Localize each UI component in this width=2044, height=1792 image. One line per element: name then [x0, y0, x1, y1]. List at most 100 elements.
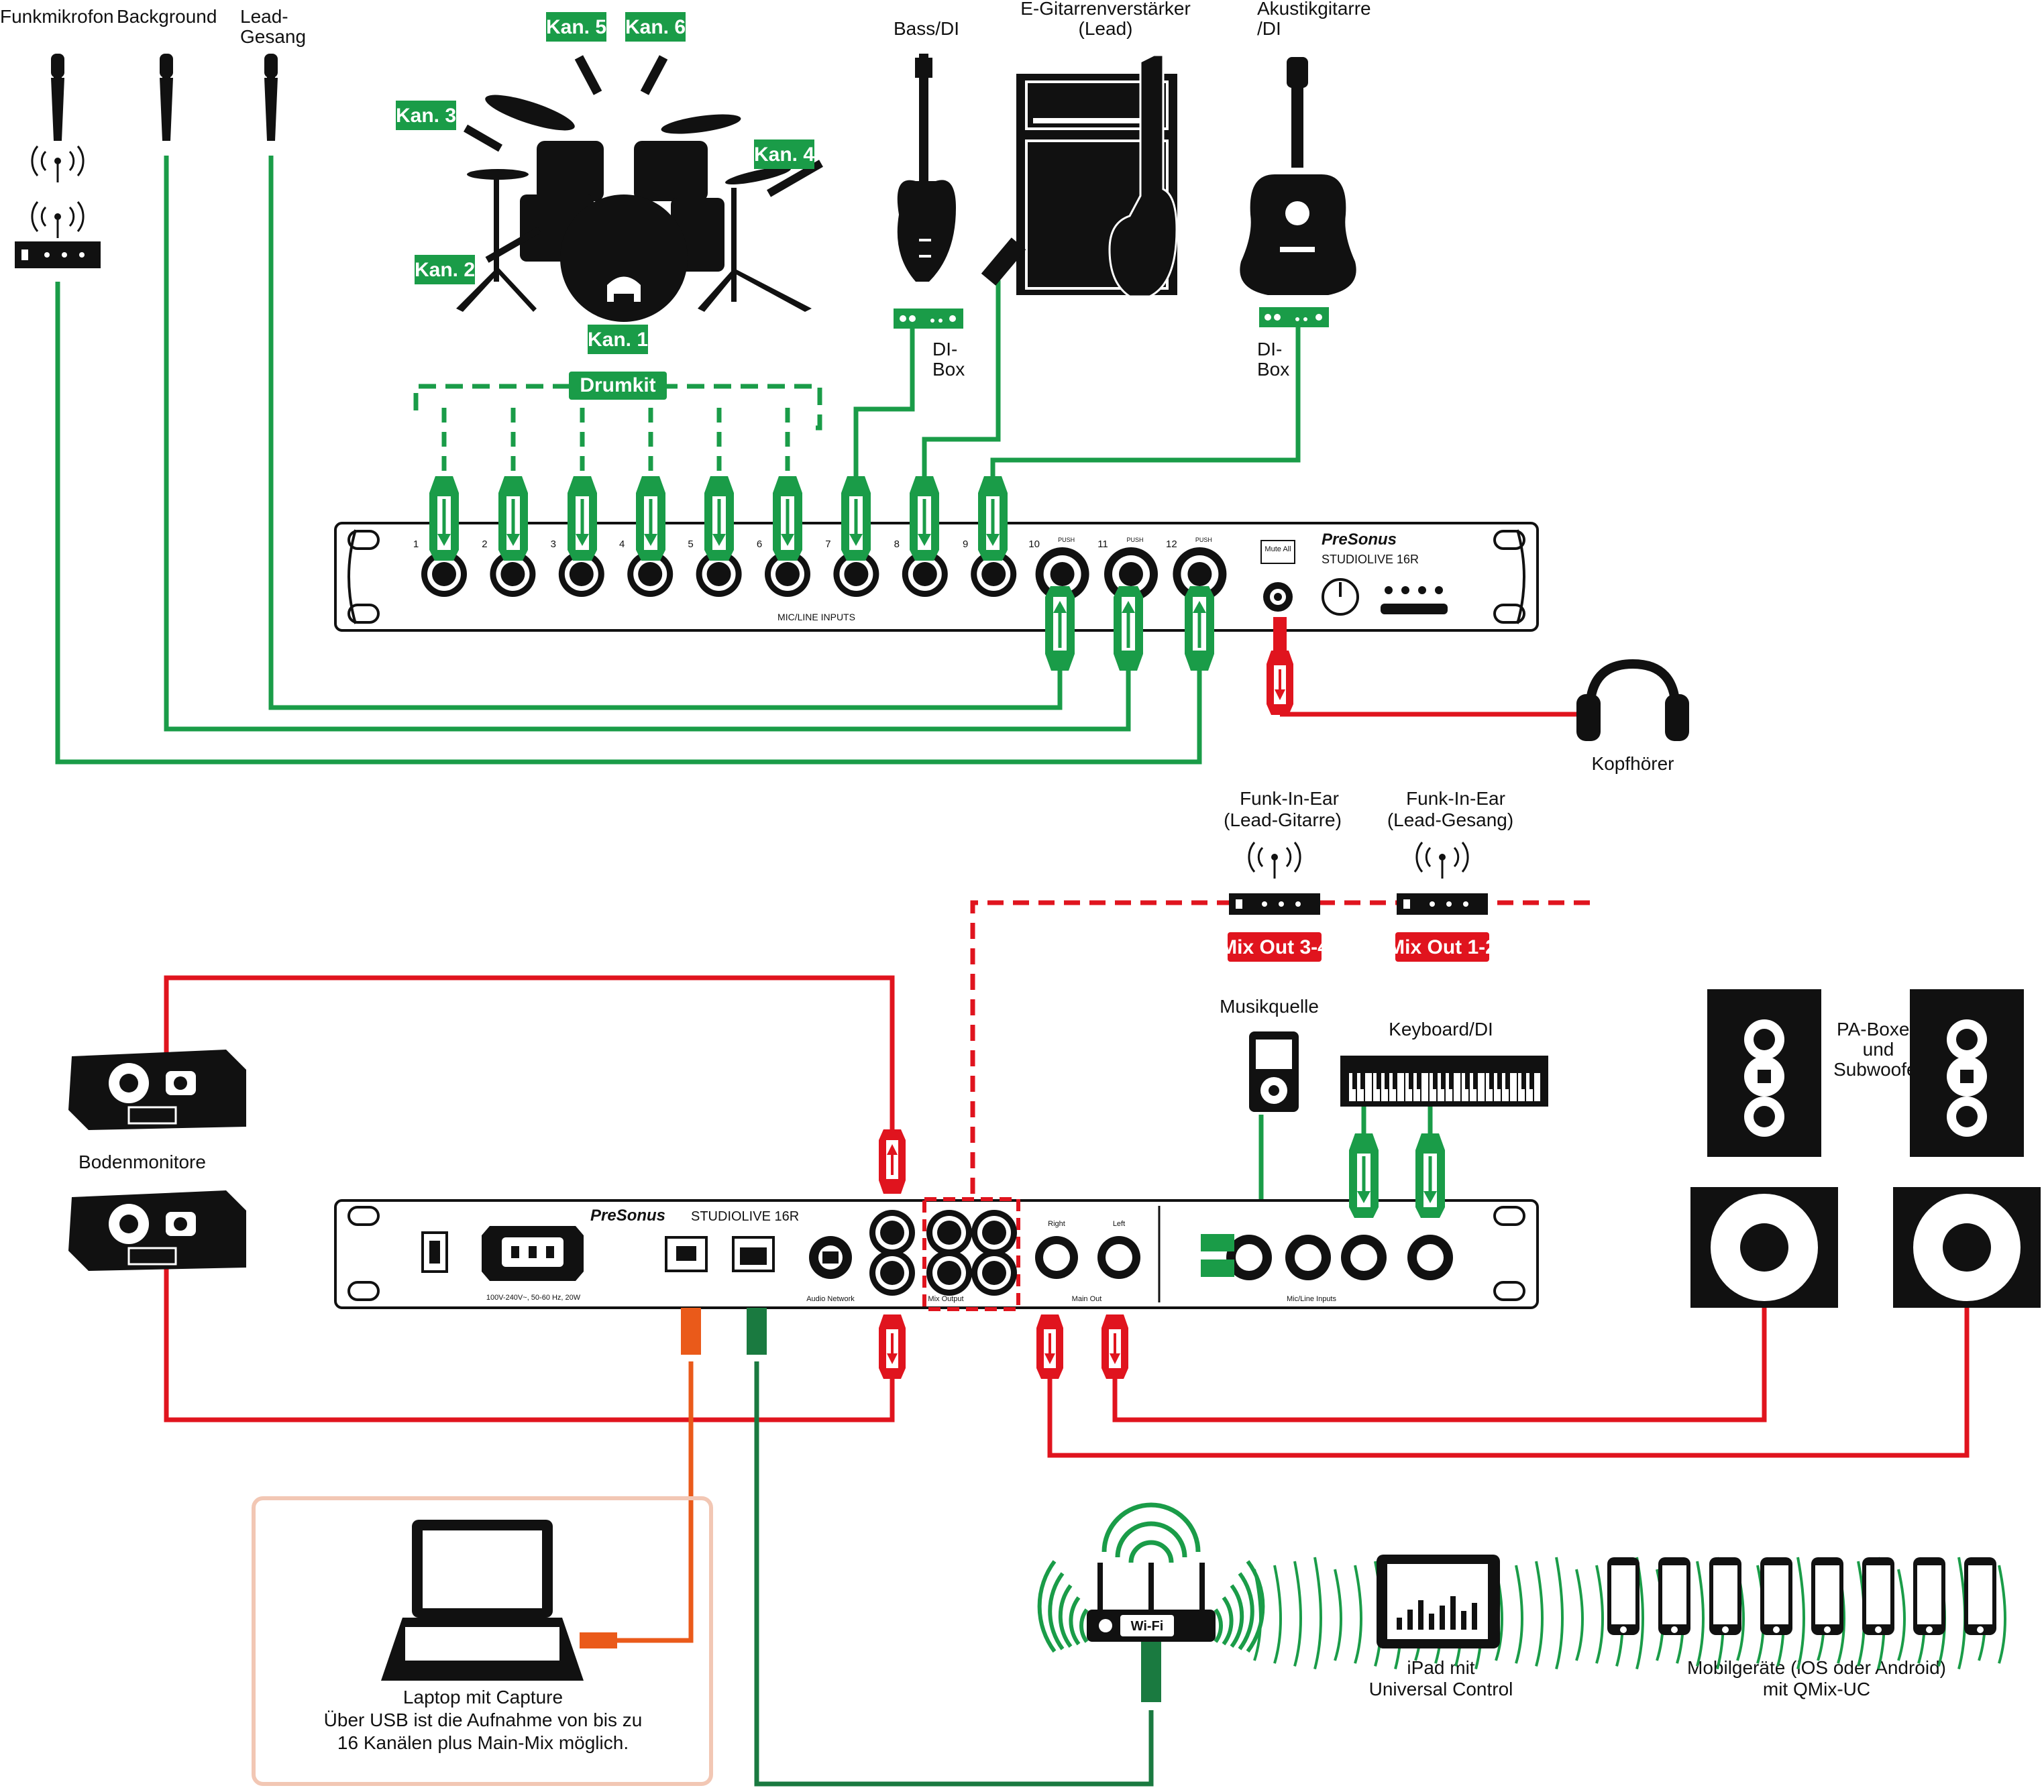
label-funk-inear-2b: (Lead-Gesang): [1387, 809, 1513, 830]
top-cables: [55, 156, 1583, 765]
phone-icon: [1658, 1557, 1690, 1635]
rear-audio-network: Audio Network: [806, 1295, 855, 1303]
phone-icon: [1607, 1557, 1639, 1635]
inear-receivers: Mix Out 3-4 Mix Out 1-2: [1220, 841, 1497, 962]
front-input-3: 3: [551, 539, 604, 597]
tag-kan1: Kan. 1: [588, 329, 648, 351]
label-akustik-1: Akustikgitarre: [1257, 0, 1371, 19]
acoustic-guitar-icon: [1240, 57, 1356, 327]
phone-icon: [1811, 1557, 1843, 1635]
phone-icon: [1760, 1557, 1792, 1635]
label-pa-3: Subwoofer: [1833, 1059, 1923, 1080]
funkmikrofon-icon: [15, 54, 101, 268]
channel-number: 5: [688, 539, 693, 550]
label-egitarre-2: (Lead): [1079, 18, 1133, 39]
tag-kan3: Kan. 3: [396, 105, 456, 127]
front-input-4: 4: [619, 539, 674, 597]
label-bodenmonitore: Bodenmonitore: [78, 1152, 206, 1172]
label-kopfhoerer: Kopfhörer: [1592, 753, 1674, 774]
rear-power-spec: 100V-240V~, 50-60 Hz, 20W: [486, 1294, 581, 1302]
drum-channel-tags: Kan. 5 Kan. 6 Kan. 3 Kan. 4 Kan. 2 Kan. …: [396, 12, 814, 400]
front-input-5: 5: [688, 539, 742, 597]
label-funk-inear-1b: (Lead-Gitarre): [1224, 809, 1342, 830]
front-input-2: 2: [482, 539, 536, 597]
front-input-8: 8: [894, 539, 948, 597]
rear-mix-output: Mix Output: [928, 1295, 963, 1303]
label-lead-gesang-1: Lead-: [240, 6, 288, 27]
push-label: PUSH: [1058, 537, 1075, 543]
label-di-box-1b: Box: [932, 359, 965, 380]
label-musikquelle: Musikquelle: [1220, 996, 1319, 1017]
push-label: PUSH: [1195, 537, 1212, 543]
phone-icon: [1913, 1557, 1945, 1635]
channel-number: 1: [413, 539, 419, 550]
rear-model: STUDIOLIVE 16R: [691, 1209, 799, 1224]
tag-kan4: Kan. 4: [754, 144, 814, 166]
label-ipad-2: Universal Control: [1369, 1679, 1513, 1699]
label-funkmikrofon: Funkmikrofon: [0, 6, 114, 27]
channel-number: 9: [963, 539, 968, 550]
front-input-9: 9: [963, 539, 1017, 597]
label-background: Background: [117, 6, 217, 27]
channel-number: 8: [894, 539, 900, 550]
label-laptop-3: 16 Kanälen plus Main-Mix möglich.: [337, 1732, 629, 1753]
label-keyboard: Keyboard/DI: [1389, 1019, 1493, 1040]
front-input-12: PUSH 12: [1166, 537, 1227, 601]
label-di-box-1a: DI-: [932, 339, 957, 359]
bottom-cables: [164, 900, 1970, 1787]
router-wifi-label: Wi-Fi: [1131, 1619, 1164, 1634]
front-input-11: PUSH 11: [1097, 537, 1158, 601]
drumkit-icon: [456, 55, 823, 322]
label-akustik-2: /DI: [1257, 18, 1281, 39]
label-pa-2: und: [1863, 1039, 1894, 1060]
label-mobile-1: Mobilgeräte (iOS oder Android): [1687, 1657, 1946, 1678]
top-labels: Funkmikrofon Background Lead- Gesang Bas…: [0, 0, 1674, 774]
label-funk-inear-2: Funk-In-Ear: [1406, 788, 1505, 809]
channel-number: 12: [1166, 539, 1177, 550]
rear-panel: 100V-240V~, 50-60 Hz, 20W PreSonus STUDI…: [334, 1197, 1539, 1311]
rear-plugs: [681, 1128, 1445, 1380]
label-pa-1: PA-Boxen: [1837, 1019, 1920, 1040]
label-lead-gesang-2: Gesang: [240, 26, 306, 47]
push-label: PUSH: [1126, 537, 1143, 543]
phone-icon: [1709, 1557, 1741, 1635]
label-di-box-2a: DI-: [1257, 339, 1282, 359]
rear-right-label: Right: [1048, 1220, 1065, 1228]
tag-mix-out-34: Mix Out 3-4: [1220, 936, 1329, 958]
front-input-1: 1: [413, 539, 467, 597]
label-mobile-2: mit QMix-UC: [1763, 1679, 1870, 1699]
rear-main-out: Main Out: [1072, 1295, 1102, 1303]
label-bass-di: Bass/DI: [894, 18, 959, 39]
lead-gesang-mic-icon: [264, 54, 278, 141]
channel-number: 2: [482, 539, 487, 550]
music-player-icon: [1249, 1031, 1299, 1112]
channel-number: 3: [551, 539, 556, 550]
bottom-labels: Funk-In-Ear (Lead-Gitarre) Funk-In-Ear (…: [78, 788, 1946, 1753]
phone-icon: [1862, 1557, 1894, 1635]
label-laptop-2: Über USB ist die Aufnahme von bis zu: [324, 1710, 643, 1730]
tag-kan6: Kan. 6: [625, 16, 686, 38]
ipad-icon: [1377, 1555, 1500, 1648]
label-egitarre-1: E-Gitarrenverstärker: [1020, 0, 1191, 19]
rear-brand: PreSonus: [590, 1207, 665, 1225]
tag-kan2: Kan. 2: [415, 259, 475, 281]
channel-number: 6: [757, 539, 762, 550]
label-laptop-1: Laptop mit Capture: [403, 1687, 563, 1707]
background-mic-icon: [160, 54, 173, 141]
channel-number: 10: [1028, 539, 1040, 550]
front-input-10: PUSH 10: [1028, 537, 1089, 601]
tag-drumkit: Drumkit: [580, 374, 655, 396]
channel-number: 7: [825, 539, 830, 550]
channel-number: 11: [1097, 539, 1108, 550]
front-input-6: 6: [757, 539, 810, 597]
tag-kan5: Kan. 5: [546, 16, 606, 38]
label-di-box-2b: Box: [1257, 359, 1289, 380]
front-input-7: 7: [825, 539, 879, 597]
mute-all-label: Mute All: [1265, 545, 1291, 553]
wifi-waves: [1037, 1502, 2006, 1670]
front-inputs-label: MIC/LINE INPUTS: [777, 612, 855, 622]
tag-mix-out-12: Mix Out 1-2: [1388, 936, 1497, 958]
